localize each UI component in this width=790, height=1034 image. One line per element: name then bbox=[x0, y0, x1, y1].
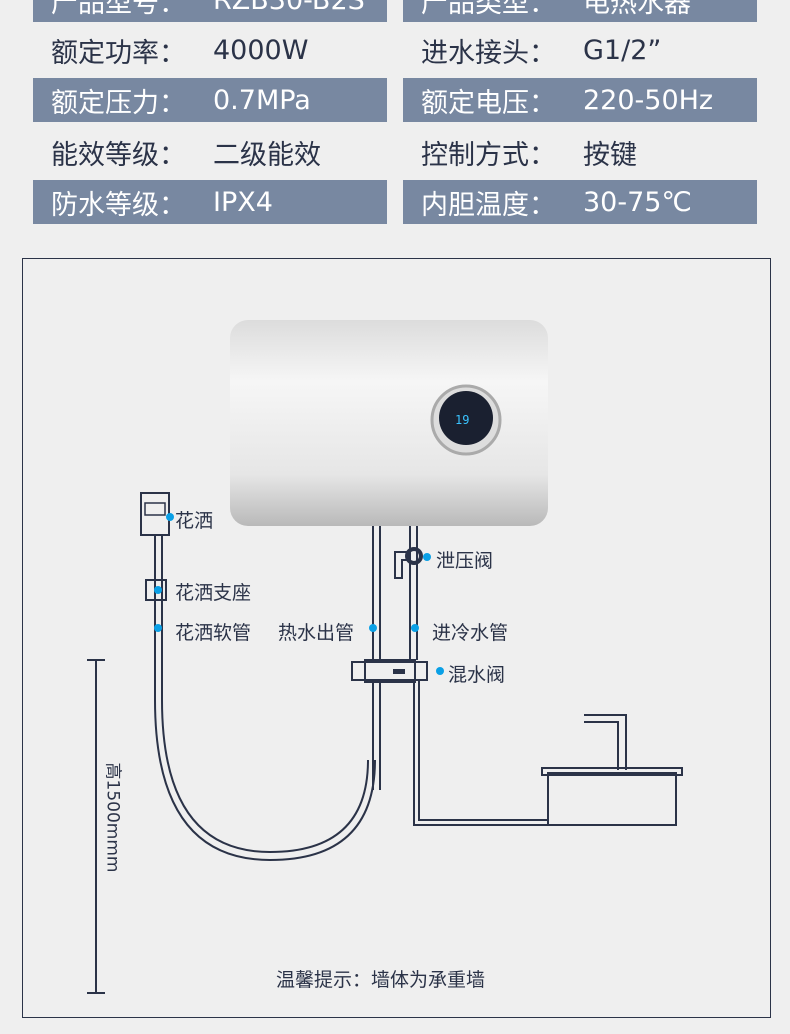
relief-outlet bbox=[394, 551, 408, 579]
spec-key: 产品型号： bbox=[51, 0, 186, 19]
spec-key: 额定电压： bbox=[421, 87, 556, 119]
spec-value: 30-75℃ bbox=[583, 186, 692, 218]
spec-waterproof: 防水等级： IPX4 bbox=[33, 180, 387, 224]
spec-inlet: 进水接头： G1/2” bbox=[403, 28, 757, 72]
spec-row: 产品型号： RZB30-B2S 产品类型： 电热水器 bbox=[33, 0, 757, 22]
spec-key: 防水等级： bbox=[51, 189, 186, 221]
label-shower: 花洒 bbox=[175, 510, 214, 532]
spec-value: 0.7MPa bbox=[213, 84, 311, 116]
control-panel-display bbox=[439, 391, 493, 445]
spec-key: 进水接头： bbox=[421, 37, 556, 69]
spec-row: 额定压力： 0.7MPa 额定电压： 220-50Hz bbox=[33, 78, 757, 122]
label-relief-valve: 泄压阀 bbox=[436, 550, 494, 572]
spec-temperature: 内胆温度： 30-75℃ bbox=[403, 180, 757, 224]
label-cold-in: 进冷水管 bbox=[432, 622, 509, 644]
hot-water-pipe bbox=[372, 525, 381, 790]
label-shower-mount: 花洒支座 bbox=[175, 582, 252, 604]
spec-control: 控制方式： 按键 bbox=[403, 130, 757, 174]
installation-diagram-frame bbox=[22, 258, 771, 1018]
spec-key: 控制方式： bbox=[421, 139, 556, 171]
spec-value: 电热水器 bbox=[583, 0, 691, 19]
mixing-valve bbox=[351, 661, 428, 681]
spec-efficiency: 能效等级： 二级能效 bbox=[33, 130, 387, 174]
relief-valve bbox=[405, 547, 423, 565]
spec-key: 额定压力： bbox=[51, 87, 186, 119]
display-temp: 19 bbox=[455, 413, 469, 427]
label-height: 高1500mmm bbox=[102, 762, 123, 873]
tip-text: 温馨提示：墙体为承重墙 bbox=[276, 969, 486, 991]
height-dimension bbox=[87, 659, 105, 994]
label-shower-hose: 花洒软管 bbox=[175, 622, 252, 644]
spec-pressure: 额定压力： 0.7MPa bbox=[33, 78, 387, 122]
cold-water-pipe bbox=[409, 525, 548, 826]
water-heater-tank bbox=[230, 320, 548, 526]
shower-hose bbox=[154, 535, 376, 862]
spec-value: 二级能效 bbox=[213, 139, 321, 171]
faucet bbox=[584, 714, 627, 770]
spec-model: 产品型号： RZB30-B2S bbox=[33, 0, 387, 22]
spec-value: IPX4 bbox=[213, 186, 273, 218]
spec-row: 额定功率： 4000W 进水接头： G1/2” bbox=[33, 28, 757, 72]
spec-type: 产品类型： 电热水器 bbox=[403, 0, 757, 22]
spec-key: 额定功率： bbox=[51, 37, 186, 69]
spec-row: 能效等级： 二级能效 控制方式： 按键 bbox=[33, 130, 757, 174]
spec-power: 额定功率： 4000W bbox=[33, 28, 387, 72]
sink bbox=[547, 772, 677, 826]
spec-key: 能效等级： bbox=[51, 139, 186, 171]
spec-voltage: 额定电压： 220-50Hz bbox=[403, 78, 757, 122]
spec-value: RZB30-B2S bbox=[213, 0, 365, 16]
label-hot-out: 热水出管 bbox=[278, 622, 355, 644]
spec-value: 按键 bbox=[583, 139, 637, 171]
spec-row: 防水等级： IPX4 内胆温度： 30-75℃ bbox=[33, 180, 757, 224]
shower-mount bbox=[145, 579, 167, 601]
spec-key: 内胆温度： bbox=[421, 189, 556, 221]
label-mixing-valve: 混水阀 bbox=[448, 664, 506, 686]
spec-value: 4000W bbox=[213, 34, 309, 66]
spec-key: 产品类型： bbox=[421, 0, 556, 19]
spec-value: G1/2” bbox=[583, 34, 662, 66]
marker-dots bbox=[154, 513, 444, 675]
spec-value: 220-50Hz bbox=[583, 84, 714, 116]
